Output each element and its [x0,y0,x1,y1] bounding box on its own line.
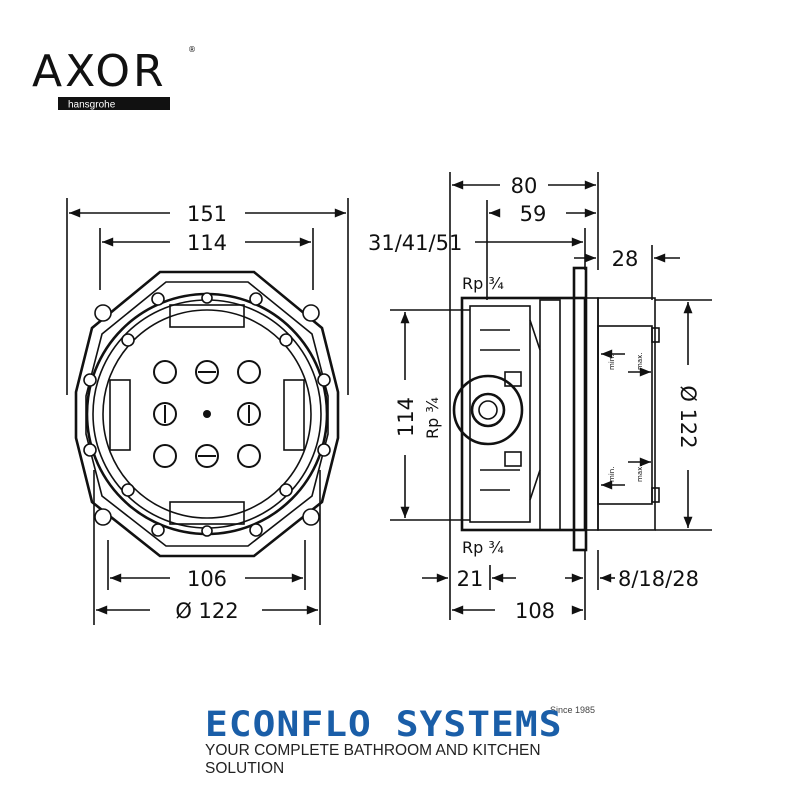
mark-min-bottom: min. [608,467,616,482]
mark-max-top: max. [636,353,644,370]
dim-diameter-122: Ø 122 [175,599,238,623]
dim-8-18-28: 8/18/28 [618,567,699,591]
front-view: 151 114 106 Ø 122 [66,198,349,625]
dim-106: 106 [187,567,227,591]
footer-tagline: YOUR COMPLETE BATHROOM AND KITCHEN SOLUT… [205,742,541,777]
dim-59: 59 [520,202,547,226]
logo-brand: AXOR [32,46,167,97]
dim-108: 108 [515,599,555,623]
dim-28: 28 [612,247,639,271]
footer-since: Since 1985 [549,705,595,715]
logo-sub: hansgrohe [68,100,116,111]
thread-side: Rp ¾ [423,397,442,439]
side-view: 80 59 31/41/51 28 114 Ø 122 21 8/18/28 1… [368,172,712,623]
dim-diameter-122-vertical: Ø 122 [676,385,700,448]
dim-80: 80 [511,174,538,198]
logo-registered: ® [188,45,196,54]
econflo-footer-logo: Since 1985 ECONFLO SYSTEMS YOUR COMPLETE… [205,705,605,778]
thread-top: Rp ¾ [462,274,504,293]
axor-logo: AXOR ® hansgrohe [32,45,196,111]
dim-114: 114 [187,231,227,255]
mark-min-top: min. [608,355,616,370]
mark-max-bottom: max. [636,465,644,482]
thread-bottom: Rp ¾ [462,538,504,557]
footer-company: ECONFLO SYSTEMS [205,705,563,745]
dim-151: 151 [187,202,227,226]
dim-31-41-51: 31/41/51 [368,231,462,255]
dim-21: 21 [457,567,484,591]
dim-114-vertical: 114 [394,397,418,437]
